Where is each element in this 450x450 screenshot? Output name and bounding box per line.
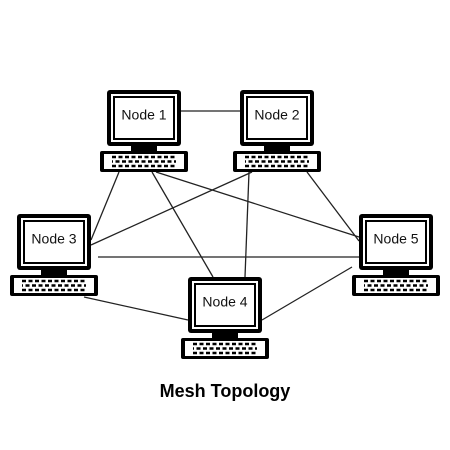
computer-icon: [179, 275, 271, 361]
node-label: Node 1: [121, 107, 166, 123]
node-4: Node 4: [179, 275, 271, 361]
node-2: Node 2: [231, 88, 323, 174]
node-3: Node 3: [8, 212, 100, 298]
link-n4-n5: [261, 266, 353, 321]
computer-icon: [350, 212, 442, 298]
link-n1-n5: [155, 171, 360, 238]
computer-icon: [98, 88, 190, 174]
links-layer: [83, 110, 360, 321]
node-1: Node 1: [98, 88, 190, 174]
computer-icon: [231, 88, 323, 174]
node-label: Node 5: [373, 231, 418, 247]
diagram-title: Mesh Topology: [159, 381, 291, 401]
node-label: Node 2: [254, 107, 299, 123]
link-n2-n4: [244, 171, 250, 278]
node-label: Node 4: [202, 294, 247, 310]
link-n2-n5: [306, 171, 360, 242]
link-n3-n4: [83, 296, 189, 321]
computer-icon: [8, 212, 100, 298]
link-n1-n3: [90, 171, 120, 241]
node-label: Node 3: [31, 231, 76, 247]
node-5: Node 5: [350, 212, 442, 298]
link-n1-n4: [151, 171, 214, 278]
link-n2-n3: [90, 171, 253, 246]
